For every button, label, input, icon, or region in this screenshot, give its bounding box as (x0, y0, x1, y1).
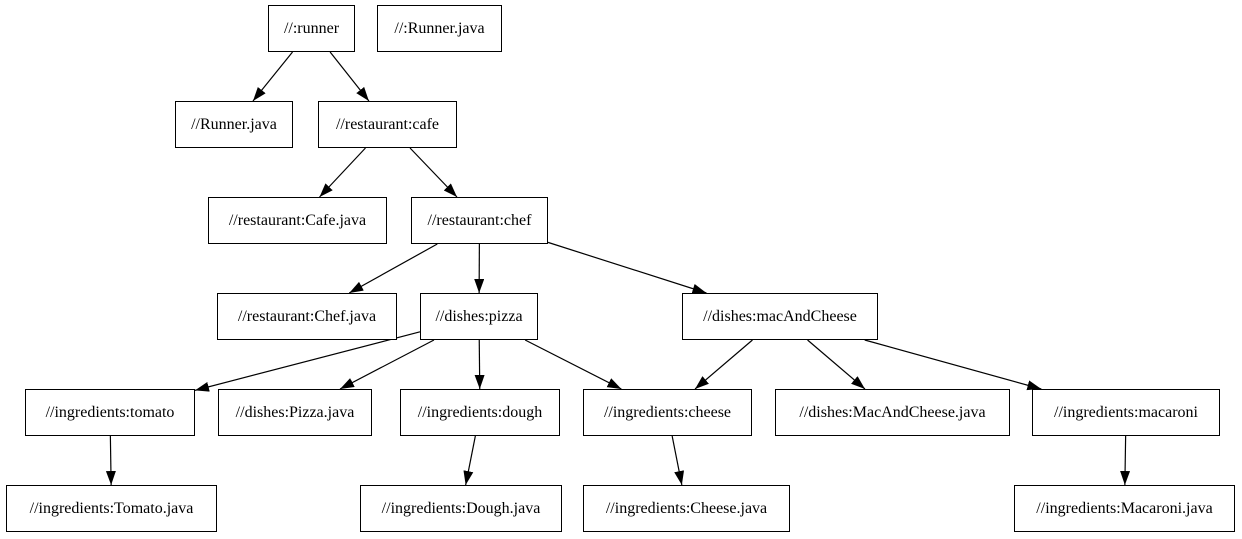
graph-node-cafe_java: //restaurant:Cafe.java (208, 197, 387, 244)
graph-node-label: //dishes:MacAndCheese.java (799, 403, 986, 421)
graph-node-macaroni_java: //ingredients:Macaroni.java (1014, 485, 1235, 532)
graph-edge-pizza-to-dough (474, 339, 485, 390)
graph-node-dough: //ingredients:dough (400, 389, 560, 436)
graph-edge-dough-to-dough_java (463, 435, 476, 486)
graph-edge-cheese-to-cheese_java (671, 435, 685, 486)
graph-edge-runner-to-cafe (329, 51, 370, 102)
graph-edge-mac_and_cheese-to-cheese (694, 339, 753, 390)
graph-node-macaroni: //ingredients:macaroni (1032, 389, 1220, 436)
graph-edge-mac_and_cheese-to-mac_and_cheese_java (807, 339, 866, 390)
graph-edge-chef-to-chef_java (348, 243, 438, 294)
graph-node-label: //:runner (283, 19, 340, 37)
graph-node-label: //restaurant:chef (427, 211, 532, 229)
graph-node-label: //restaurant:Cafe.java (228, 211, 367, 229)
graph-node-cheese_java: //ingredients:Cheese.java (583, 485, 790, 532)
graph-node-tomato_java: //ingredients:Tomato.java (6, 485, 217, 532)
graph-node-label: //ingredients:cheese (603, 403, 732, 421)
graph-node-runner: //:runner (268, 5, 355, 52)
graph-node-label: //ingredients:Macaroni.java (1036, 499, 1213, 517)
graph-edge-cafe-to-chef (409, 147, 458, 198)
graph-edge-macaroni-to-macaroni_java (1120, 435, 1131, 486)
graph-edge-pizza-to-tomato (194, 331, 421, 392)
graph-node-mac_and_cheese_java: //dishes:MacAndCheese.java (775, 389, 1010, 436)
graph-node-label: //ingredients:dough (417, 403, 543, 421)
graph-edge-runner-to-runner_java (252, 51, 293, 102)
graph-node-label: //dishes:pizza (435, 307, 523, 325)
graph-node-root_runner_java: //:Runner.java (377, 5, 502, 52)
graph-node-label: //:Runner.java (394, 19, 485, 37)
graph-node-pizza: //dishes:pizza (420, 293, 538, 340)
graph-edge-mac_and_cheese-to-macaroni (864, 339, 1042, 391)
graph-node-label: //dishes:macAndCheese (703, 307, 857, 325)
graph-node-label: //ingredients:Tomato.java (29, 499, 194, 517)
graph-node-dough_java: //ingredients:Dough.java (360, 485, 562, 532)
graph-node-label: //ingredients:Cheese.java (605, 499, 768, 517)
graph-node-label: //dishes:Pizza.java (235, 403, 355, 421)
graph-edge-cafe-to-cafe_java (319, 147, 366, 198)
graph-edge-pizza-to-pizza_java (339, 339, 435, 390)
graph-node-label: //Runner.java (191, 115, 277, 133)
graph-node-label: //ingredients:macaroni (1054, 403, 1198, 421)
graph-node-runner_java: //Runner.java (175, 101, 293, 148)
graph-node-chef_java: //restaurant:Chef.java (217, 293, 397, 340)
graph-node-tomato: //ingredients:tomato (25, 389, 195, 436)
graph-edge-chef-to-mac_and_cheese (547, 241, 707, 294)
graph-node-cheese: //ingredients:cheese (583, 389, 752, 436)
graph-node-label: //restaurant:Chef.java (237, 307, 377, 325)
graph-node-label: //ingredients:tomato (45, 403, 175, 421)
graph-node-mac_and_cheese: //dishes:macAndCheese (682, 293, 878, 340)
graph-node-label: //ingredients:Dough.java (381, 499, 541, 517)
graph-edge-tomato-to-tomato_java (105, 435, 116, 486)
graph-node-pizza_java: //dishes:Pizza.java (218, 389, 372, 436)
graph-node-label: //restaurant:cafe (335, 115, 440, 133)
graph-node-cafe: //restaurant:cafe (318, 101, 457, 148)
graph-edge-pizza-to-cheese (524, 339, 622, 390)
graph-node-chef: //restaurant:chef (411, 197, 548, 244)
